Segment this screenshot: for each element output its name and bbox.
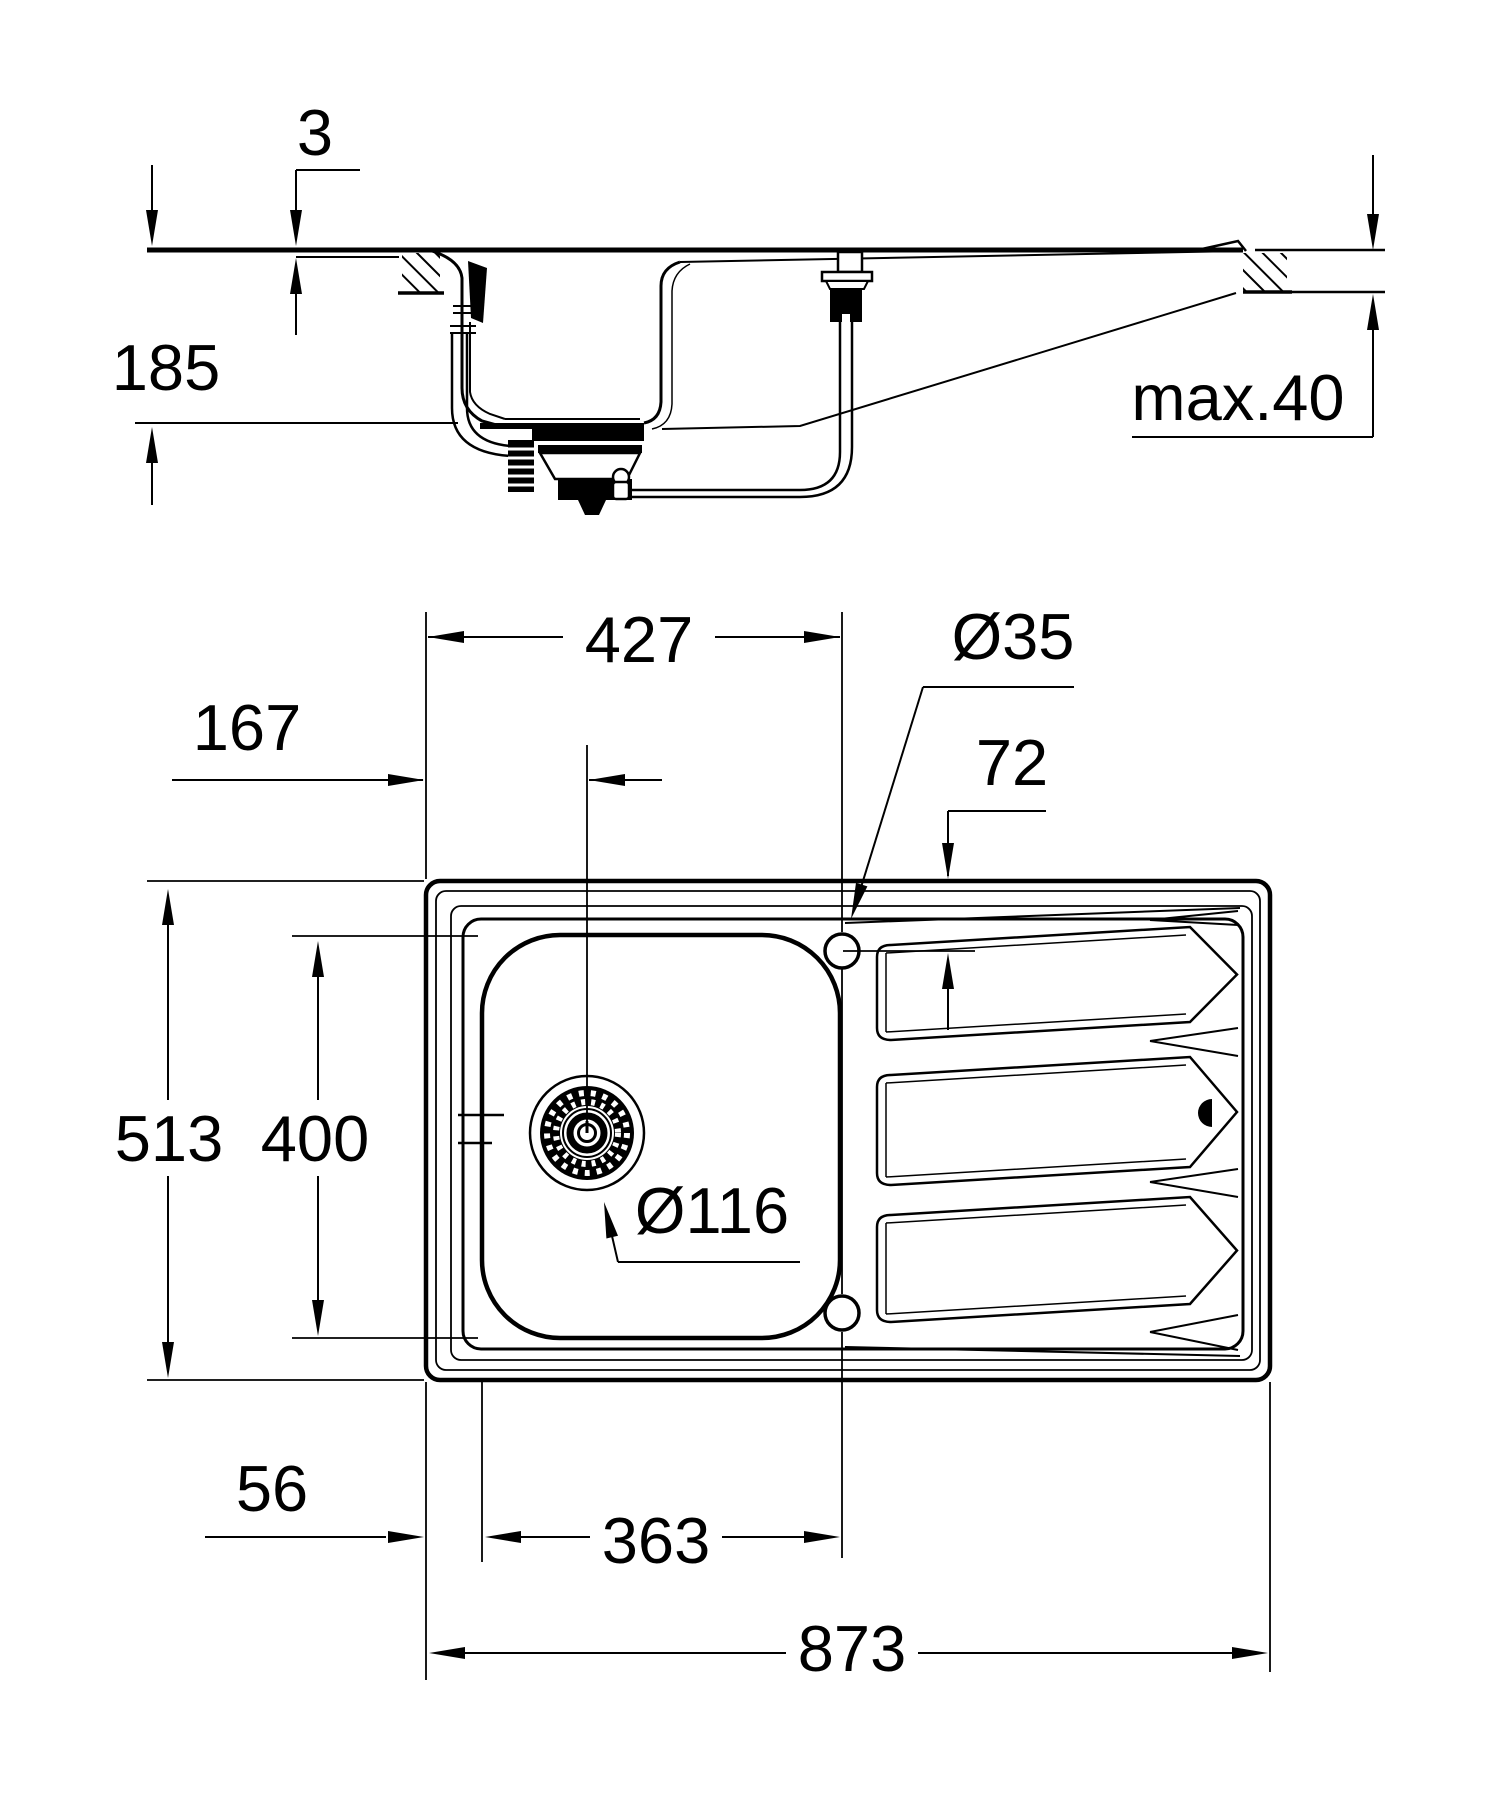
- flexible-hose: [629, 322, 854, 499]
- label-overall-depth: 513: [115, 1102, 223, 1175]
- faucet-hole-fitting: [629, 250, 874, 499]
- plan-view: [147, 612, 1273, 1680]
- dim-drain-offset-x: [172, 774, 662, 786]
- wall-hatch-left: [398, 253, 444, 295]
- sink-bowl-section: [431, 249, 1239, 430]
- label-hole-offset-x: 427: [585, 603, 693, 676]
- label-bowl-depth-section: 185: [112, 331, 220, 404]
- dim-hole-offset-y: [942, 810, 1046, 1030]
- wall-hatch-right: [1243, 253, 1292, 294]
- label-counter-thickness: max.40: [1131, 361, 1344, 434]
- drainboard-ribs: [875, 910, 1239, 1351]
- countertop: [147, 239, 1385, 294]
- label-drain-dia: Ø116: [635, 1174, 789, 1247]
- drainboard-surface-line: [679, 250, 1239, 263]
- overflow-slot: [468, 261, 487, 323]
- dim-drain-dia: [604, 1202, 800, 1263]
- bowl-outline: [458, 932, 843, 1341]
- second-faucet-hole: [823, 1294, 861, 1332]
- dim-faucet-hole-dia: [851, 686, 1074, 919]
- dimension-labels: 3 185 max.40 427 Ø35 167 72 513 400 Ø116…: [112, 96, 1345, 1685]
- label-bowl-inner-depth: 400: [261, 1102, 369, 1175]
- dim-bowl-offset-and-hole: [205, 1531, 840, 1543]
- section-view: [135, 155, 1385, 515]
- label-bowl-to-hole: 363: [602, 1504, 710, 1577]
- dim-bowl-inner-depth: [312, 941, 324, 1336]
- dim-rim-height: [290, 169, 360, 335]
- label-drain-offset-x: 167: [193, 691, 301, 764]
- label-rim-height: 3: [297, 96, 333, 169]
- overflow-pipe: [450, 305, 511, 458]
- dim-overall-width: [429, 1647, 1268, 1659]
- pan-underside-line: [661, 292, 1237, 430]
- label-overall-width: 873: [798, 1612, 906, 1685]
- dim-counter-thickness: [1132, 155, 1379, 438]
- dim-overall-depth: [162, 889, 174, 1378]
- extension-lines: [147, 612, 1271, 1680]
- dim-bowl-depth-section: [135, 165, 458, 505]
- label-faucet-hole-dia: Ø35: [952, 600, 1075, 673]
- label-hole-offset-y: 72: [976, 726, 1048, 799]
- rib-gap-creases: [1149, 910, 1239, 1351]
- rib-notch-mark: [1198, 1099, 1212, 1127]
- label-bowl-offset-x: 56: [236, 1452, 308, 1525]
- dim-hole-offset-x: [428, 631, 840, 643]
- drain-assembly: [508, 428, 644, 515]
- sink-outline: [423, 878, 1273, 1383]
- drain-strainer: [528, 1074, 646, 1192]
